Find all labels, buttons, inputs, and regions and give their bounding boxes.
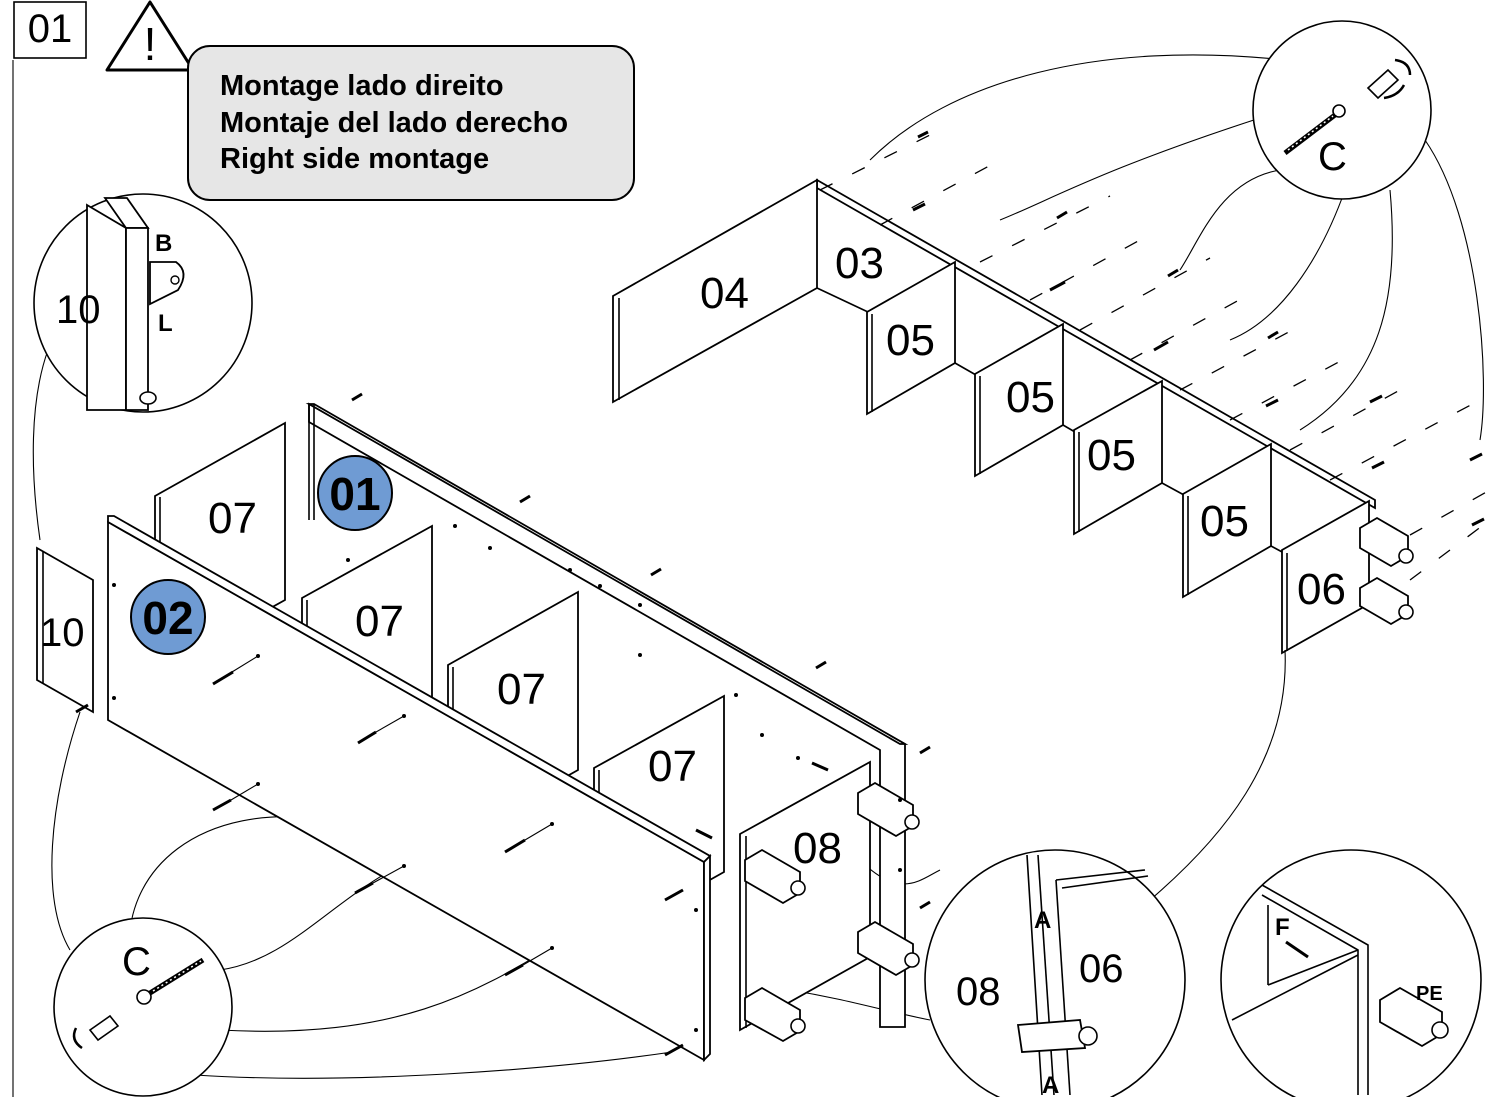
panel-08-label: 08	[793, 824, 842, 873]
panel-07c-label: 07	[497, 665, 546, 714]
joint-right-label: 06	[1079, 947, 1124, 991]
panel-10	[36, 546, 94, 714]
warning-triangle-icon: !	[105, 0, 195, 72]
badge-02: 02	[130, 579, 206, 655]
joint-marker-bottom: A	[1042, 1072, 1059, 1097]
joint-marker-top: A	[1034, 907, 1051, 934]
hinge-icon	[149, 261, 185, 306]
panel-07a-label: 07	[208, 494, 257, 543]
foot-screw-label: F	[1275, 914, 1290, 941]
panel-04-label: 04	[700, 269, 749, 318]
bottom-assembly: 07 07 07 07 08 10	[36, 392, 931, 1063]
screw-top-label: C	[1318, 135, 1347, 179]
panel-07d-label: 07	[648, 742, 697, 791]
hinge-detail: 10 B L	[33, 193, 253, 413]
panel-03-label: 03	[835, 239, 884, 288]
screw-detail-top: C	[1252, 20, 1432, 200]
panel-06-label: 06	[1297, 565, 1346, 614]
step-number: 01	[28, 7, 73, 51]
top-assembly: 04 03 05 05 05 05 06	[612, 129, 1491, 655]
panel-10-label: 10	[40, 611, 85, 655]
note-line-pt: Montage lado direito	[220, 70, 504, 102]
badge-02-label: 02	[142, 592, 193, 644]
panel-05d-label: 05	[1200, 497, 1249, 546]
screw-bottom-label: C	[122, 940, 151, 984]
screw-icon	[1283, 104, 1346, 155]
joint-left-label: 08	[956, 970, 1001, 1014]
foot-label: PE	[1416, 983, 1443, 1005]
hinge-panel-label: 10	[56, 288, 101, 332]
panel-07b-label: 07	[355, 597, 404, 646]
panel-05b-label: 05	[1006, 373, 1055, 422]
foot-icon	[744, 781, 920, 1043]
step-number-box: 01	[13, 1, 87, 59]
screwdriver-icon	[72, 1014, 120, 1050]
note-box: Montage lado direito Montaje del lado de…	[187, 45, 635, 201]
foot-detail: F PE	[1220, 849, 1482, 1097]
note-line-es: Montaje del lado derecho	[220, 107, 568, 139]
foot-icon	[1359, 516, 1414, 626]
panel-05c-label: 05	[1087, 431, 1136, 480]
badge-01-label: 01	[329, 468, 380, 520]
badge-01: 01	[317, 455, 393, 531]
joint-detail: 08 06 A A	[924, 849, 1186, 1097]
hinge-upper-label: B	[155, 230, 172, 257]
screw-icon	[136, 957, 205, 1005]
panel-05a-label: 05	[886, 316, 935, 365]
screwdriver-icon	[1366, 58, 1412, 100]
screw-detail-bottom: C	[53, 917, 233, 1097]
warning-symbol: !	[144, 18, 157, 70]
hinge-lower-label: L	[158, 310, 173, 337]
note-line-en: Right side montage	[220, 143, 489, 175]
